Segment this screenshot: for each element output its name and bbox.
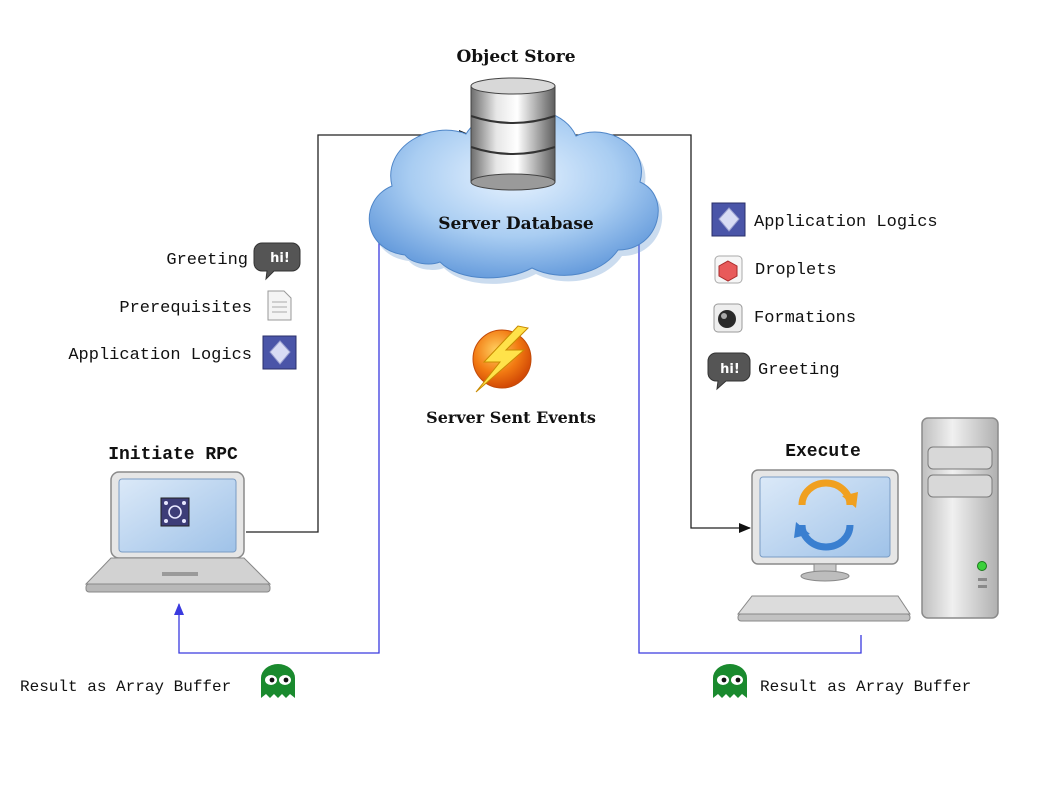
store-to-execute-line <box>556 134 751 533</box>
client-laptop <box>84 471 272 593</box>
right-greeting-label: Greeting <box>758 361 840 380</box>
database-cylinder-icon <box>470 77 556 191</box>
lightning-bolt-icon <box>472 325 532 393</box>
left-result-label: Result as Array Buffer <box>20 678 231 696</box>
right-droplets-label: Droplets <box>755 261 837 280</box>
rpc-app-icon <box>160 497 190 527</box>
server-database-cloud <box>368 107 663 284</box>
application-logic-icon <box>711 202 746 237</box>
application-logic-icon <box>262 335 297 370</box>
svg-text:hi!: hi! <box>270 251 290 266</box>
object-store-label: Object Store <box>456 47 575 67</box>
right-result-label: Result as Array Buffer <box>760 678 971 696</box>
initiate-rpc-label: Initiate RPC <box>108 445 238 465</box>
result-mascot-icon <box>261 664 295 698</box>
right-formations-label: Formations <box>754 309 856 328</box>
left-application-logics-label: Application Logics <box>68 346 252 365</box>
server-tower <box>921 417 999 619</box>
left-greeting-label: Greeting <box>166 251 248 270</box>
executor-monitor <box>736 469 911 622</box>
formation-icon <box>713 303 743 333</box>
refresh-cycle-icon <box>794 479 858 551</box>
svg-text:hi!: hi! <box>720 362 740 377</box>
server-database-label: Server Database <box>438 214 594 234</box>
result-mascot-icon <box>713 664 747 698</box>
rpc-to-store-line <box>246 130 471 533</box>
left-prerequisites-label: Prerequisites <box>119 299 252 318</box>
executor-to-db-result-line <box>610 219 862 654</box>
right-application-logics-label: Application Logics <box>754 213 938 232</box>
document-icon <box>267 290 292 321</box>
server-sent-events-label: Server Sent Events <box>426 408 596 427</box>
droplet-cube-icon <box>714 255 743 284</box>
hi-speech-bubble-icon: hi! <box>707 352 751 391</box>
hi-speech-bubble-icon: hi! <box>253 242 301 281</box>
execute-label: Execute <box>785 442 861 462</box>
